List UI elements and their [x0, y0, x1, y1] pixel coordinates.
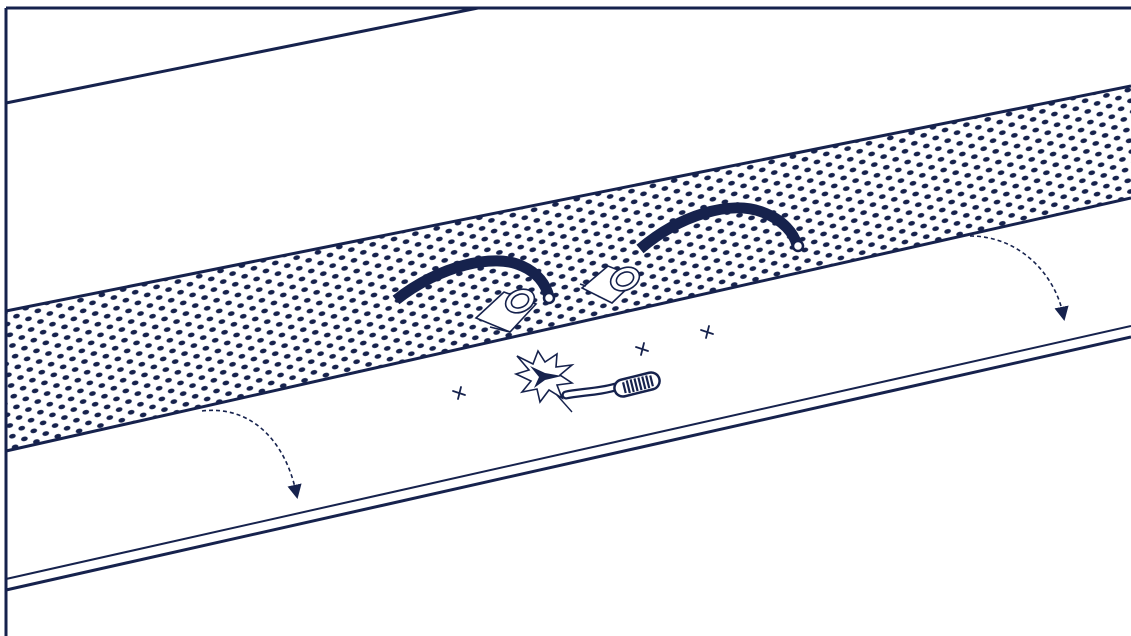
drip-arrow-left: [201, 409, 302, 500]
perforated-strip: [6, 86, 1131, 451]
sleeve-left: [474, 288, 538, 333]
strip-top-edge: [5, 84, 1131, 313]
lower-board-edge: [5, 325, 1131, 592]
sparkle-marks: [452, 325, 714, 400]
sparkle-icon: [635, 342, 649, 356]
spray-burst-icon: [513, 349, 575, 413]
sparkle-icon: [700, 325, 714, 339]
drip-arrow-right: [969, 235, 1069, 322]
hose-right: [636, 202, 805, 254]
nozzle-grip: [621, 375, 654, 394]
upper-board-edge: [5, 6, 479, 105]
spray-nozzle: [561, 371, 661, 400]
sleeve-right: [579, 265, 641, 304]
strip-bottom-edge: [5, 196, 1131, 453]
sparkle-icon: [452, 386, 466, 400]
hose-left: [392, 255, 556, 305]
